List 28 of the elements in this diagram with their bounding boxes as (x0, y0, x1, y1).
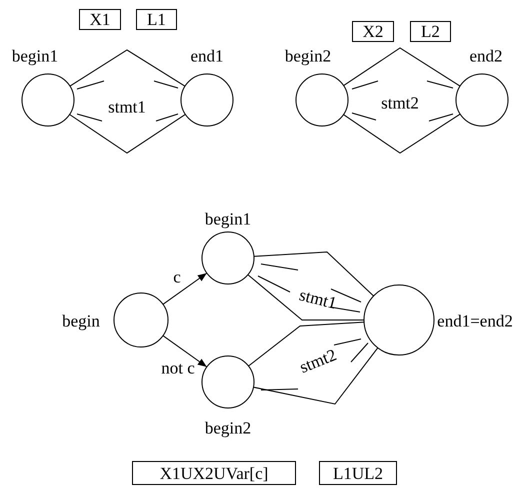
node-label: begin2 (284, 48, 332, 64)
connector-line (343, 114, 461, 154)
set-box: X2 (352, 21, 394, 42)
set-box: L1 (136, 9, 177, 30)
connector-line (343, 47, 460, 87)
node-label: begin1 (12, 48, 58, 64)
statement-label: stmt1 (108, 98, 146, 116)
connector-line (69, 114, 186, 154)
set-box: L2 (410, 21, 451, 42)
statement-label: stmt2 (297, 346, 339, 376)
connector-line (253, 347, 378, 405)
node-label: end1=end2 (437, 312, 513, 330)
node-label: end1 (190, 48, 224, 64)
node-label: begin1 (204, 210, 252, 228)
set-box: L1UL2 (319, 461, 397, 485)
set-box: X1UX2UVar[c] (132, 461, 296, 485)
node-label: begin2 (204, 420, 252, 436)
connector-line (247, 274, 364, 320)
arrow (162, 272, 208, 305)
connector-line (70, 49, 186, 87)
connector-line (248, 322, 365, 366)
arrow (162, 335, 208, 368)
connector-line (254, 251, 374, 296)
statement-label: stmt1 (298, 286, 338, 312)
node-label: end2 (469, 48, 503, 64)
statement-label: stmt2 (381, 94, 419, 112)
node-label: begin (62, 312, 100, 330)
set-box: X1 (79, 9, 121, 30)
